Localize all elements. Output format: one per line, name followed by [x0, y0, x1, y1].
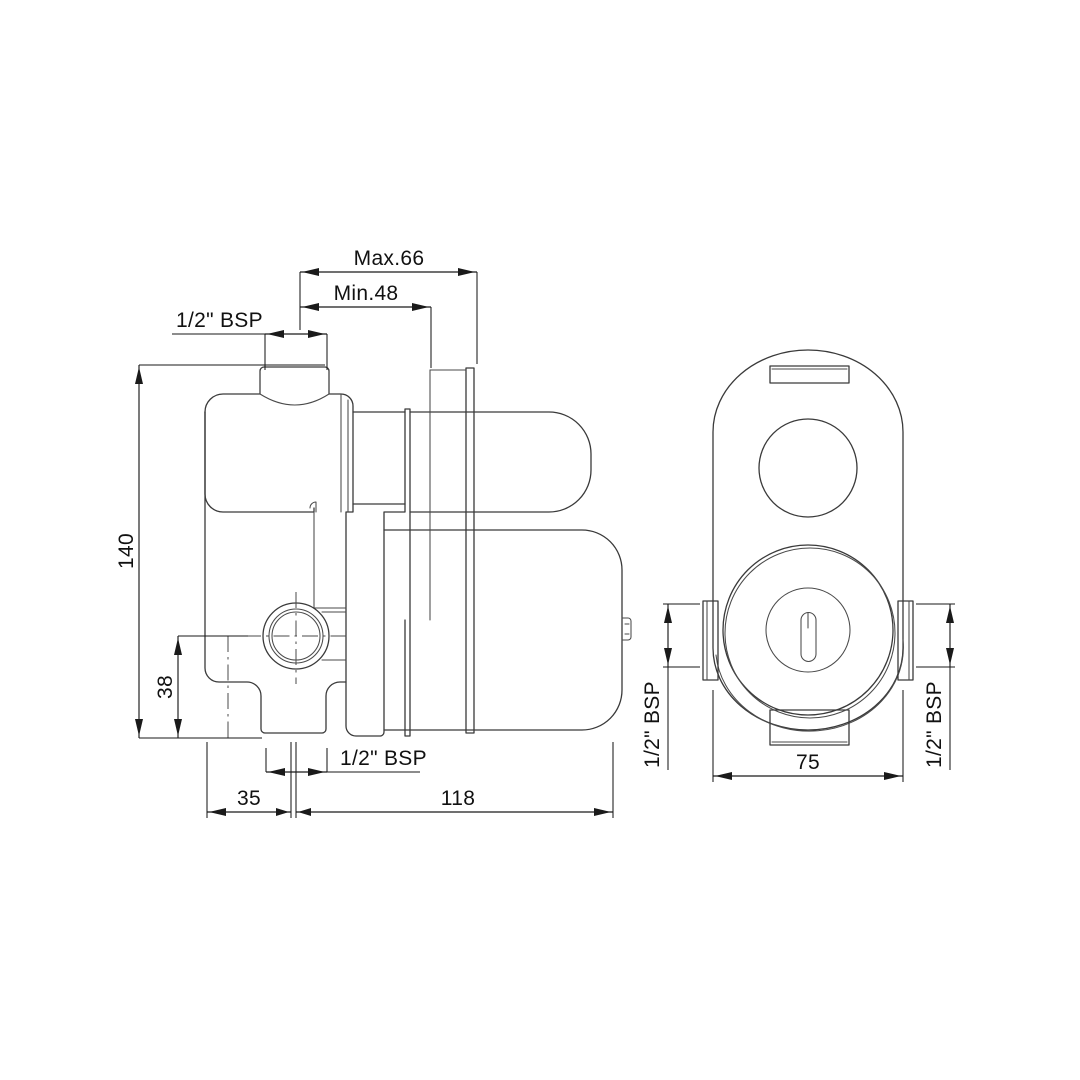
front-view-left-boss — [702, 600, 719, 681]
dim-bsp-bottom-arrow-right — [308, 768, 325, 776]
dim-75-arrow-right — [884, 772, 901, 780]
dim-140-label: 140 — [115, 533, 138, 569]
dim-35-label: 35 — [237, 787, 261, 810]
dim-38-arrow-bottom — [174, 719, 182, 736]
front-view-lower-disc-outer — [722, 544, 894, 716]
side-view-step-line-2 — [309, 501, 317, 513]
dim-min48-arrow-right — [412, 303, 429, 311]
dim-118-arrow-right — [594, 808, 611, 816]
dim-bsp-top-arrow-right — [308, 330, 325, 338]
dim-75-label: 75 — [796, 751, 820, 774]
front-view-bottom-tab — [769, 709, 850, 746]
dim-bsp-right-arrow-top — [946, 606, 954, 623]
front-view-body-outline — [712, 349, 904, 731]
dim-75-arrow-left — [715, 772, 732, 780]
front-view-dimensions: 1/2" BSP 1/2" BSP 75 — [641, 603, 955, 782]
dim-max66-label: Max.66 — [354, 247, 425, 270]
side-view — [204, 366, 632, 742]
dim-118-arrow-left — [298, 808, 311, 816]
dim-35-arrow-left — [209, 808, 226, 816]
front-view-keyhole-slot — [800, 612, 817, 662]
dim-min48-arrow-left — [302, 303, 319, 311]
front-view-lower-disc-rim — [724, 547, 896, 719]
side-view-neck-fillet — [259, 393, 330, 406]
front-view-upper-knob — [758, 418, 858, 518]
side-view-dimensions: 140 38 Max.66 Min.48 — [115, 247, 614, 818]
side-view-upper-lobe — [204, 411, 315, 513]
side-view-lower-body — [383, 529, 623, 731]
dim-bsp-right-label: 1/2" BSP — [923, 681, 946, 768]
dim-118-label: 118 — [441, 787, 475, 810]
side-view-body-outline — [204, 366, 411, 737]
dim-max66-arrow-right — [458, 268, 475, 276]
side-view-right-tab-inner — [624, 623, 630, 635]
dim-bsp-bottom-arrow-left — [268, 768, 285, 776]
front-view-inner-contour — [715, 639, 904, 732]
dim-140-arrow-bottom — [135, 719, 143, 736]
front-view-top-tab — [769, 365, 850, 384]
dim-bsp-left-arrow-top — [664, 606, 672, 623]
side-view-left-wall-lower — [204, 635, 347, 734]
dim-bsp-top-arrow-left — [267, 330, 284, 338]
dim-bsp-right-arrow-bottom — [946, 648, 954, 665]
dim-min48-label: Min.48 — [334, 282, 399, 305]
side-view-right-tab — [621, 617, 632, 641]
dim-140-arrow-top — [135, 367, 143, 384]
side-view-step-line — [313, 511, 347, 609]
dim-38-label: 38 — [154, 675, 177, 699]
dim-bsp-top-label: 1/2" BSP — [176, 309, 263, 332]
dim-38-arrow-top — [174, 638, 182, 655]
dim-max66-arrow-left — [302, 268, 319, 276]
side-view-upper-cap — [409, 411, 592, 513]
front-view — [702, 349, 914, 746]
side-view-mounting-plate — [465, 367, 475, 734]
dim-bsp-bottom-label: 1/2" BSP — [340, 747, 427, 770]
front-view-right-boss — [897, 600, 914, 681]
dim-35-arrow-right — [276, 808, 289, 816]
dim-bsp-left-label: 1/2" BSP — [641, 681, 664, 768]
dim-bsp-left-arrow-bottom — [664, 648, 672, 665]
front-view-lower-disc-inner — [765, 587, 851, 673]
